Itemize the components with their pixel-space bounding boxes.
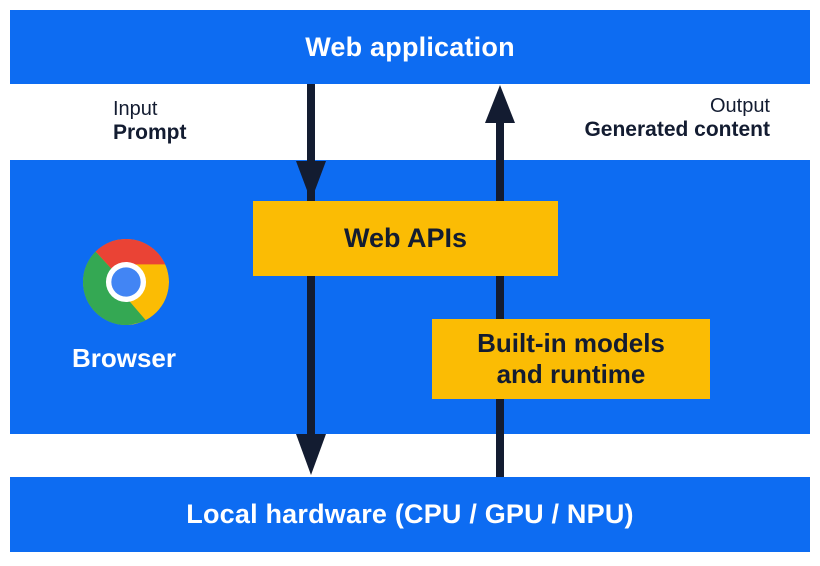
local-hardware-label: Local hardware (CPU / GPU / NPU) (186, 499, 634, 529)
input-label-group: Input Prompt (113, 97, 187, 145)
builtin-models-box: Built-in models and runtime (432, 319, 710, 399)
web-application-label: Web application (305, 31, 515, 62)
input-caption: Input (113, 98, 158, 120)
generated-content-label: Generated content (584, 118, 770, 141)
chrome-logo-icon (82, 238, 170, 326)
web-apis-label: Web APIs (343, 223, 468, 253)
builtin-models-label-line2: and runtime (496, 359, 646, 389)
arrow-down-icon (296, 84, 326, 475)
web-apis-box: Web APIs (253, 201, 558, 276)
web-application-band: Web application (10, 10, 810, 84)
output-label-group: Output Generated content (584, 94, 770, 142)
browser-label: Browser (71, 343, 177, 373)
prompt-label: Prompt (113, 121, 187, 144)
local-hardware-band: Local hardware (CPU / GPU / NPU) (10, 477, 810, 552)
builtin-models-label-line1: Built-in models (477, 328, 665, 358)
output-caption: Output (709, 95, 770, 117)
arrow-up-icon (485, 85, 515, 477)
